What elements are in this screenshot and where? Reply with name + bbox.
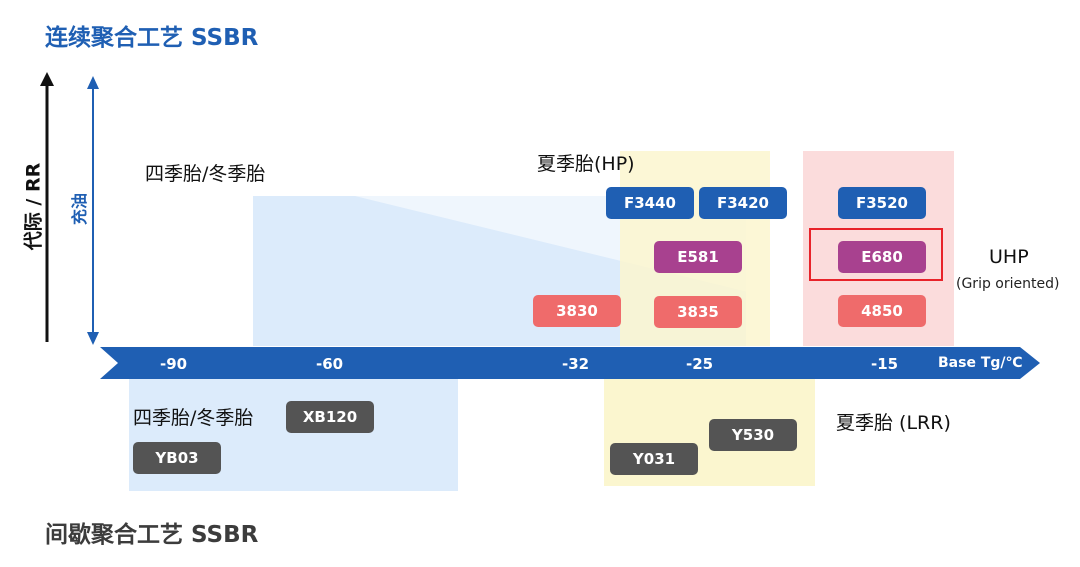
lower-summer-label: 夏季胎 (LRR) (836, 412, 951, 434)
product-tag-f3520: F3520 (838, 187, 926, 219)
e680-highlight-box (809, 228, 943, 281)
product-tag-f3440: F3440 (606, 187, 694, 219)
upper-winter-label: 四季胎/冬季胎 (145, 163, 266, 185)
tick-label: -25 (686, 355, 714, 373)
vertical-label-blue: 充油 (70, 193, 89, 226)
product-tag-yb03: YB03 (133, 442, 221, 474)
vertical-axis-blue-arrowhead-top (87, 76, 99, 89)
product-tag-e680: E680 (838, 241, 926, 273)
vertical-label-black: 代际 / RR (22, 162, 45, 251)
horizontal-axis-band (100, 347, 1040, 379)
product-tag-y530: Y530 (709, 419, 797, 451)
product-tag-xb120: XB120 (286, 401, 374, 433)
uhp-sublabel: (Grip oriented) (956, 276, 1060, 292)
bottom-title: 间歇聚合工艺 SSBR (45, 522, 259, 548)
tick-label: -32 (562, 355, 590, 373)
product-tag-f3420: F3420 (699, 187, 787, 219)
product-tag-e581: E581 (654, 241, 742, 273)
top-title: 连续聚合工艺 SSBR (45, 25, 259, 51)
product-tag-y031: Y031 (610, 443, 698, 475)
vertical-axis-black-arrowhead (40, 72, 54, 86)
product-tag-3835: 3835 (654, 296, 742, 328)
product-tag-4850: 4850 (838, 295, 926, 327)
lower-winter-label: 四季胎/冬季胎 (133, 407, 254, 429)
product-tag-3830: 3830 (533, 295, 621, 327)
tick-label: -90 (160, 355, 188, 373)
upper-summer-label: 夏季胎(HP) (537, 153, 635, 175)
tick-label: -60 (316, 355, 344, 373)
tick-label: -15 (871, 355, 899, 373)
vertical-axis-blue-arrowhead-bottom (87, 332, 99, 345)
horizontal-axis-label: Base Tg/℃ (938, 355, 1023, 371)
uhp-label: UHP (989, 246, 1029, 268)
